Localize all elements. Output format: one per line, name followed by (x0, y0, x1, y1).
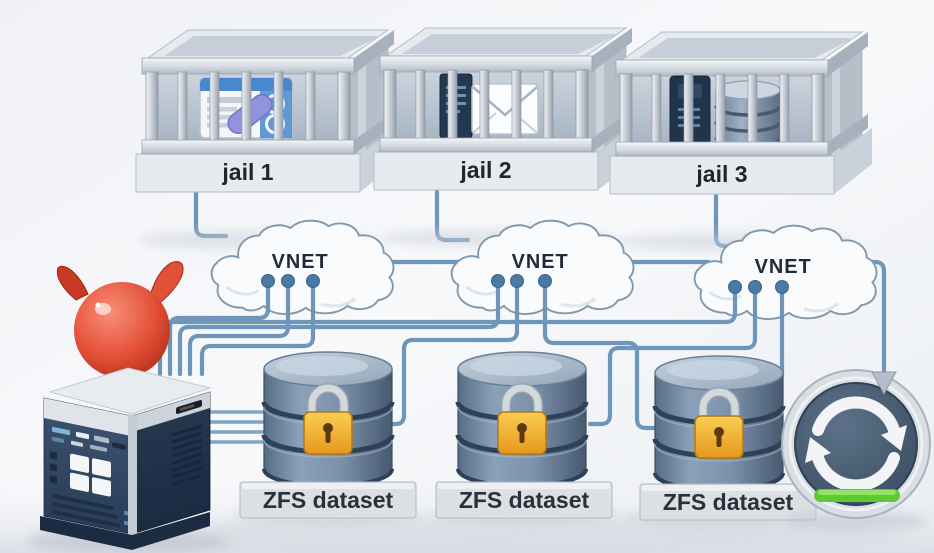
sync-icon (781, 369, 931, 530)
locked-database-icon (655, 356, 783, 490)
jail-2: jail 2 (373, 27, 637, 191)
locked-database-icon (264, 352, 392, 486)
zfs-dataset-2: ZFS dataset (429, 352, 619, 526)
vnet-1-cloud: VNET (210, 219, 395, 316)
connector-line (842, 259, 887, 377)
zfs-dataset-1: ZFS dataset (233, 352, 423, 526)
host-server (26, 261, 230, 553)
port-dot-icon (306, 274, 320, 288)
jail-3-label: jail 3 (695, 161, 747, 187)
port-dot-icon (748, 280, 762, 294)
zfs-dataset-2-label: ZFS dataset (459, 487, 590, 513)
vnet-2-label: VNET (512, 251, 569, 273)
arrowhead-icon (871, 371, 897, 396)
port-dot-icon (510, 274, 524, 288)
connector-line (199, 278, 316, 377)
jail-3: jail 3 (609, 31, 873, 195)
vnet-1-label: VNET (272, 251, 329, 273)
jail-1-label: jail 1 (221, 159, 273, 185)
port-dot-icon (728, 280, 742, 294)
vnet-3-label: VNET (755, 256, 812, 278)
vnet-3-cloud: VNET (693, 224, 878, 321)
freebsd-daemon-icon (56, 261, 184, 378)
connector-line (542, 278, 661, 431)
zfs-dataset-3-label: ZFS dataset (663, 489, 794, 515)
connector-line (385, 278, 520, 427)
server-icon (40, 367, 212, 550)
port-dot-icon (538, 274, 552, 288)
connector-line (587, 284, 758, 427)
port-dot-icon (281, 274, 295, 288)
zfs-dataset-3: ZFS dataset (624, 356, 817, 528)
zfs-dataset-1-label: ZFS dataset (263, 487, 394, 513)
connector-line (187, 278, 291, 377)
jail-2-label: jail 2 (459, 157, 511, 183)
port-dot-icon (261, 274, 275, 288)
jail-1: jail 1 (135, 29, 399, 193)
vnet-port-dots (261, 274, 789, 294)
circular-arrows (805, 396, 907, 492)
server-to-dataset-links (198, 410, 276, 444)
locked-database-icon (458, 352, 586, 486)
port-dot-icon (775, 280, 789, 294)
port-dot-icon (491, 274, 505, 288)
vnet-2-cloud: VNET (450, 219, 635, 316)
